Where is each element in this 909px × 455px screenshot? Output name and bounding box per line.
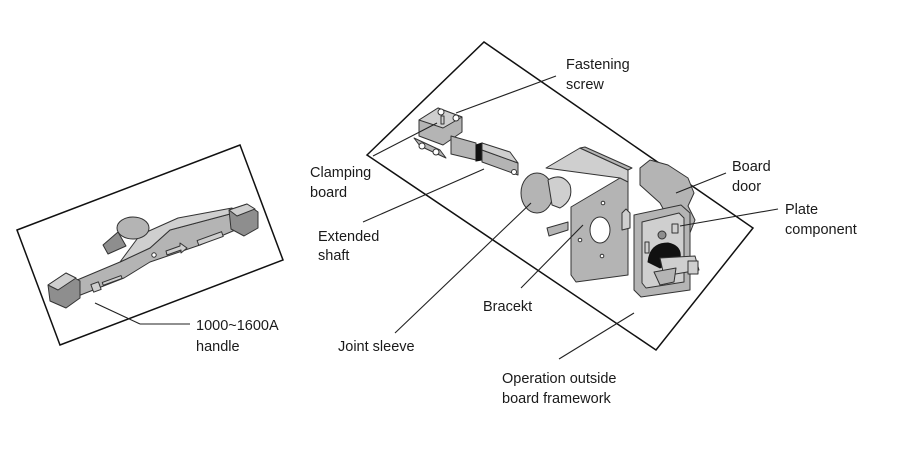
- label-handle-line2: handle: [196, 339, 240, 355]
- handle-drawing: [47, 203, 259, 309]
- label-fastening-line1: Fastening: [566, 57, 630, 73]
- framework-frame: [365, 41, 755, 352]
- handle-frame: [16, 144, 284, 346]
- clamping-board-part: [413, 107, 477, 161]
- label-joint-sleeve: Joint sleeve: [338, 339, 415, 355]
- label-fastening-line2: screw: [566, 77, 604, 93]
- label-board-door-line2: door: [732, 179, 761, 195]
- label-bracket: Bracekt: [483, 299, 532, 315]
- plate-component-leader: [679, 208, 779, 227]
- label-handle-line1: 1000~1600A: [196, 318, 279, 334]
- fastening-screw-leader: [455, 75, 557, 114]
- joint-sleeve-part: [520, 172, 572, 214]
- joint-sleeve-leader: [394, 202, 532, 334]
- label-plate-line1: Plate: [785, 202, 818, 218]
- assembly-panel: Fastening screw Clamping board Extended …: [310, 41, 857, 407]
- board-door-leader: [675, 172, 727, 194]
- plate-component-part: [633, 204, 700, 298]
- framework-leader: [558, 312, 635, 360]
- bracket-leader: [520, 224, 584, 289]
- handle-panel: 1000~1600A handle: [16, 144, 284, 355]
- label-clamping-line2: board: [310, 185, 347, 201]
- label-clamping-line1: Clamping: [310, 165, 371, 181]
- handle-leader: [94, 302, 141, 325]
- label-board-door-line1: Board: [732, 159, 771, 175]
- extended-shaft-leader: [362, 168, 485, 223]
- label-framework-line2: board framework: [502, 391, 612, 407]
- extended-shaft-part: [475, 142, 519, 176]
- bracket-part: [545, 146, 633, 283]
- label-extended-line2: shaft: [318, 248, 349, 264]
- label-framework-line1: Operation outside: [502, 371, 616, 387]
- label-plate-line2: component: [785, 222, 857, 238]
- clamping-board-leader: [372, 122, 438, 157]
- label-extended-line1: Extended: [318, 229, 379, 245]
